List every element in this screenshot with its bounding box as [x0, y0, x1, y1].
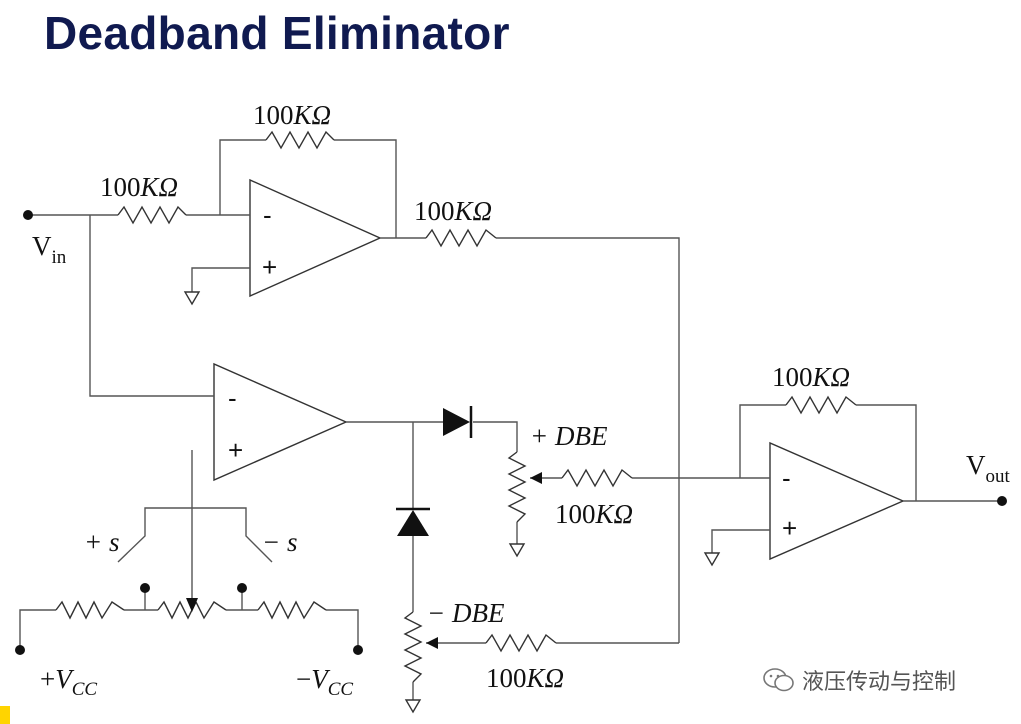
resistor-output-top: [425, 228, 497, 248]
label-vin: Vin: [32, 231, 67, 268]
label-r-feedback-right: 100KΩ: [772, 362, 850, 392]
ground-icon: [183, 291, 721, 714]
label-r-feedback-top: 100KΩ: [253, 100, 331, 130]
diode-vertical: [396, 507, 430, 536]
label-r-plus-dbe: 100KΩ: [555, 499, 633, 529]
resistor-chain-left: [55, 600, 125, 620]
opamp-3-plus: +: [782, 513, 797, 543]
watermark: 液压传动与控制: [762, 664, 956, 696]
label-vout: Vout: [966, 450, 1011, 487]
wires: [19, 139, 1002, 700]
resistor-feedback-top: [265, 130, 335, 150]
terminal-dots: [15, 210, 1007, 655]
resistor-plus-dbe: [561, 468, 633, 488]
potentiometer-plus-dbe: [507, 451, 527, 523]
potentiometer-minus-dbe: [403, 611, 423, 683]
label-r-output-top: 100KΩ: [414, 196, 492, 226]
wechat-icon: [763, 668, 794, 692]
label-r-input-top: 100KΩ: [100, 172, 178, 202]
page-title: Deadband Eliminator: [44, 7, 510, 59]
opamp-2-plus: +: [228, 435, 243, 465]
label-plus-dbe: + DBE: [530, 421, 608, 451]
resistor-feedback-right: [785, 395, 857, 415]
pot-wiper-arrows: [186, 472, 542, 649]
label-minus-vcc: −VCC: [296, 664, 353, 700]
opamp-3: [769, 441, 905, 561]
opamp-1-minus: -: [263, 200, 272, 230]
resistor-chain-right: [257, 600, 327, 620]
watermark-text: 液压传动与控制: [802, 670, 957, 695]
diode-horizontal: [443, 406, 473, 438]
corner-accent: [0, 706, 10, 724]
label-minus-dbe: − DBE: [427, 598, 505, 628]
opamp-1: [249, 178, 382, 298]
resistor-minus-dbe: [485, 633, 557, 653]
label-plus-s: + s: [84, 527, 119, 557]
opamp-3-minus: -: [782, 463, 791, 493]
label-plus-vcc: +VCC: [40, 664, 97, 700]
opamp-1-plus: +: [262, 252, 277, 282]
opamp-2-minus: -: [228, 383, 237, 413]
resistor-input-top: [117, 205, 187, 225]
label-minus-s: − s: [262, 527, 297, 557]
label-r-minus-dbe: 100KΩ: [486, 663, 564, 693]
potentiometer-center: [157, 600, 227, 620]
opamp-2: [213, 362, 348, 482]
